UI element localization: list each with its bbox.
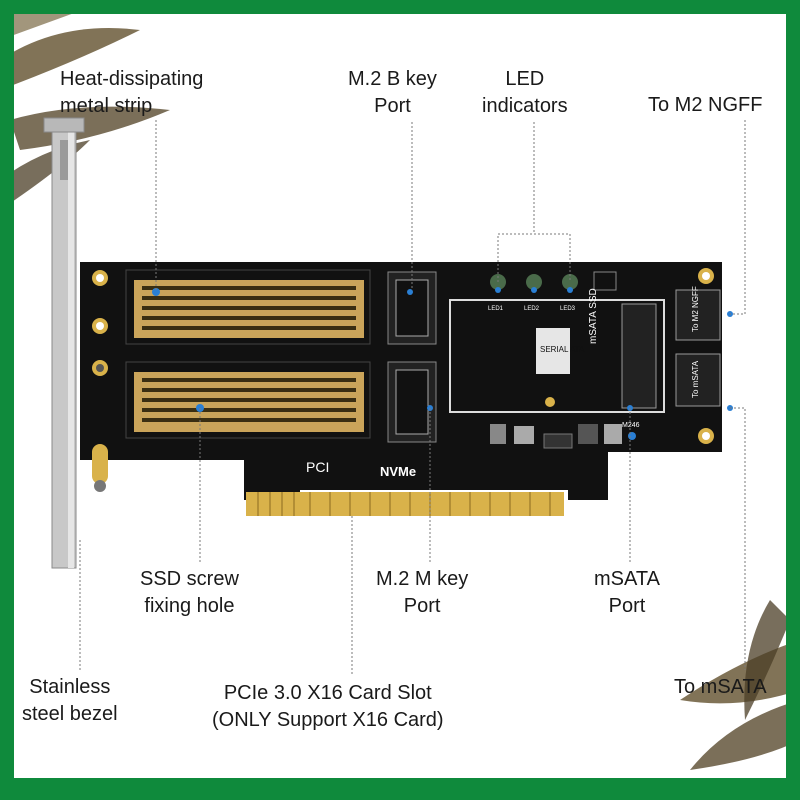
callout-lines	[79, 120, 746, 676]
sata-ports	[675, 289, 733, 411]
board-to-msata-text: To mSATA	[691, 360, 700, 398]
board-led1-text: LED1	[488, 306, 504, 312]
board-nvme-text: NVMe	[380, 464, 417, 479]
heatsink-bottom	[125, 361, 371, 439]
label-to-msata: To mSATA	[674, 676, 767, 698]
leaf-decoration-bottom-right	[680, 600, 800, 770]
board-led2-text: LED2	[524, 306, 540, 312]
board-m246-text: M246	[622, 422, 640, 429]
screw-holes	[92, 268, 714, 492]
heatsink-top	[125, 269, 371, 345]
board-led3-text: LED3	[560, 306, 576, 312]
frame-border-bottom	[0, 778, 800, 800]
frame-border-left	[0, 0, 14, 800]
frame-border-right	[786, 0, 800, 800]
board-pci-text: PCI	[306, 459, 330, 475]
label-pcie-slot: PCIe 3.0 X16 Card Slot(ONLY Support X16 …	[212, 682, 444, 731]
m2-connectors	[387, 271, 437, 443]
label-to-ngff: To M2 NGFF	[648, 94, 763, 116]
board-serial-ata-text: SERIAL ATA	[540, 345, 585, 354]
board-to-m2-ngff-text: To M2 NGFF	[691, 286, 700, 332]
stainless-bezel	[43, 117, 85, 569]
components	[490, 424, 636, 449]
frame-border-top	[0, 0, 800, 14]
msata-area	[449, 299, 665, 413]
